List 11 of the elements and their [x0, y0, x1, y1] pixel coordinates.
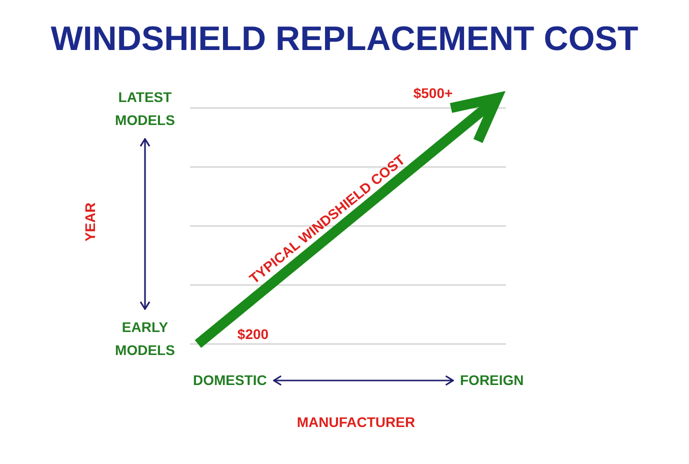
title: WINDSHIELD REPLACEMENT COST: [50, 19, 638, 59]
axis-title: YEAR: [81, 202, 99, 242]
price-label: $200: [237, 325, 269, 343]
scale-label: FOREIGN: [460, 369, 524, 392]
price-label: $500+: [413, 84, 453, 102]
axis-title: MANUFACTURER: [296, 413, 416, 431]
scale-label: DOMESTIC: [193, 369, 267, 392]
scale-label: EARLY MODELS: [115, 316, 175, 362]
scale-label: LATEST MODELS: [115, 86, 175, 132]
double-arrow: [140, 138, 150, 310]
double-arrow: [273, 375, 454, 386]
